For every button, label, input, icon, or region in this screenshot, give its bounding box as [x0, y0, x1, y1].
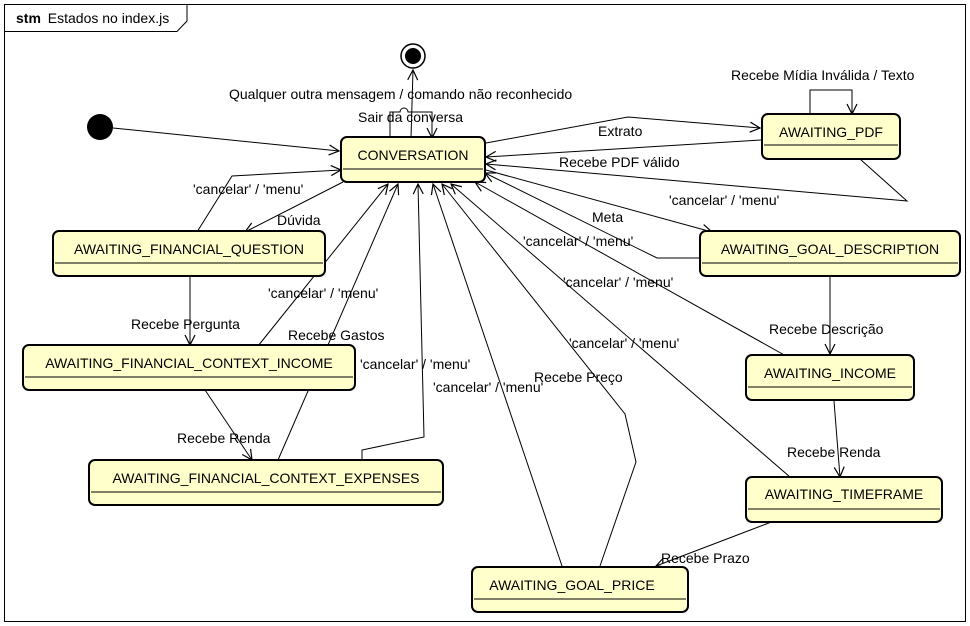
edge-initial-to-conversation [112, 127, 339, 151]
state-name: AWAITING_GOAL_DESCRIPTION [721, 241, 939, 257]
state-name: AWAITING_GOAL_PRICE [489, 577, 654, 593]
frame-keyword: stm [16, 10, 41, 26]
state-conversation: CONVERSATION [340, 136, 486, 183]
stm-frame: stm Estados no index.js [4, 4, 966, 622]
edge-income-to-timeframe [833, 400, 840, 477]
label-receives-description: Recebe Descrição [769, 321, 884, 337]
state-name: AWAITING_FINANCIAL_CONTEXT_INCOME [45, 355, 333, 371]
label-goal: Meta [592, 209, 623, 225]
state-awaiting-income: AWAITING_INCOME [745, 354, 915, 401]
edge-other-message-self-loop [389, 107, 432, 138]
edge-conversation-to-goal-description [485, 169, 712, 232]
state-name: CONVERSATION [358, 147, 469, 163]
state-name: AWAITING_FINANCIAL_CONTEXT_EXPENSES [112, 470, 419, 486]
edge-goal-description-cancel [485, 173, 700, 259]
label-other-message: Qualquer outra mensagem / comando não re… [229, 86, 572, 102]
edge-timeframe-cancel [451, 184, 791, 478]
edge-context-income-to-context-expenses [204, 389, 252, 460]
state-name: AWAITING_PDF [779, 124, 883, 140]
label-cancel-from-context-expenses: 'cancelar' / 'menu' [360, 356, 470, 372]
state-awaiting-financial-question: AWAITING_FINANCIAL_QUESTION [52, 230, 326, 277]
edge-income-cancel [475, 182, 787, 357]
edge-context-expenses-cancel [277, 184, 398, 461]
edge-invalid-media-self-loop [809, 89, 852, 114]
edge-pdf-to-conversation [486, 139, 762, 157]
state-awaiting-goal-description: AWAITING_GOAL_DESCRIPTION [699, 230, 961, 277]
label-invalid-media: Recebe Mídia Inválida / Texto [731, 67, 915, 83]
edge-goal-price-cancel [433, 184, 563, 567]
label-extract: Extrato [598, 123, 643, 139]
state-awaiting-pdf: AWAITING_PDF [761, 113, 901, 160]
label-cancel-from-timeframe: 'cancelar' / 'menu' [569, 335, 679, 351]
label-cancel-from-goal-description: 'cancelar' / 'menu' [523, 233, 633, 249]
label-cancel-from-pdf: 'cancelar' / 'menu' [669, 192, 779, 208]
label-receives-income-goal: Recebe Renda [787, 444, 881, 460]
edge-conversation-to-pdf [485, 116, 760, 144]
svg-text:stm Estados no index.js: stm Estados no index.js [16, 10, 169, 26]
label-cancel-from-goal-price: 'cancelar' / 'menu' [433, 379, 543, 395]
state-awaiting-financial-context-income: AWAITING_FINANCIAL_CONTEXT_INCOME [22, 344, 356, 391]
label-receives-question: Recebe Pergunta [131, 316, 240, 332]
state-awaiting-timeframe: AWAITING_TIMEFRAME [745, 476, 943, 523]
label-exit: Sair da conversa [358, 109, 463, 125]
edge-exit-to-final [411, 70, 413, 139]
label-valid-pdf: Recebe PDF válido [559, 154, 680, 170]
edge-question-cancel [196, 170, 341, 233]
label-cancel-from-context-income: 'cancelar' / 'menu' [268, 285, 378, 301]
label-receives-expenses: Recebe Gastos [288, 327, 385, 343]
state-name: AWAITING_FINANCIAL_QUESTION [74, 241, 304, 257]
edge-timeframe-to-goal-price [656, 520, 775, 566]
label-cancel-from-question: 'cancelar' / 'menu' [193, 181, 303, 197]
initial-pseudostate [87, 114, 113, 140]
label-receives-price: Recebe Preço [534, 369, 623, 385]
state-awaiting-goal-price: AWAITING_GOAL_PRICE [471, 566, 689, 613]
edge-goal-price-to-conversation [442, 184, 637, 567]
transition-edges [112, 70, 909, 567]
edge-pdf-cancel [486, 158, 909, 202]
state-name: AWAITING_INCOME [764, 365, 896, 381]
transition-labels: Qualquer outra mensagem / comando não re… [131, 67, 915, 566]
label-question: Dúvida [277, 212, 321, 228]
edge-conversation-to-question [245, 181, 344, 232]
state-name: AWAITING_TIMEFRAME [765, 486, 923, 502]
final-state [400, 43, 426, 69]
edge-expenses-to-conversation [361, 184, 425, 459]
label-receives-income-context: Recebe Renda [177, 430, 271, 446]
label-cancel-from-income: 'cancelar' / 'menu' [563, 274, 673, 290]
frame-title: Estados no index.js [48, 10, 169, 26]
label-receives-timeframe: Recebe Prazo [661, 550, 750, 566]
state-awaiting-financial-context-expenses: AWAITING_FINANCIAL_CONTEXT_EXPENSES [88, 459, 444, 506]
